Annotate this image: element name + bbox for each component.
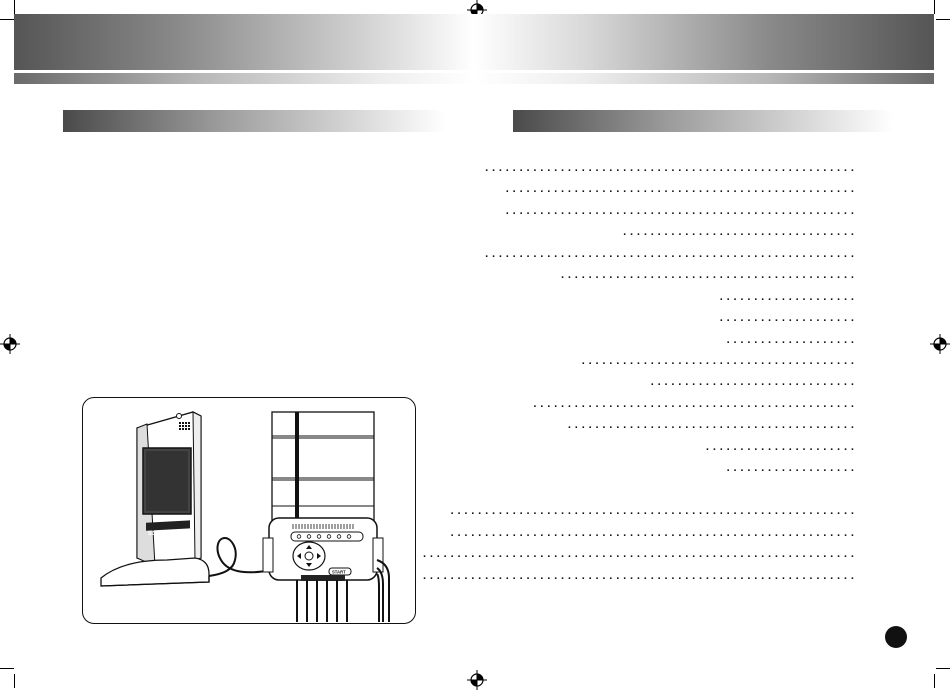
toc-leader: .................... <box>717 313 856 325</box>
toc-leader: .............................. <box>648 377 856 389</box>
header-banner <box>14 14 934 70</box>
crop-mark <box>0 19 14 20</box>
page-number-badge <box>885 626 907 648</box>
toc-leader: ........................................… <box>483 249 856 261</box>
powerbase-icon: START <box>262 517 390 622</box>
toc-leader: ...................... <box>704 442 856 454</box>
toc-leader: ................... <box>724 463 856 475</box>
toc-leader: ........................................… <box>504 206 856 218</box>
toc-leader: ........................................… <box>531 399 856 411</box>
crop-mark <box>14 674 15 688</box>
toc-leader: ........................................… <box>448 528 856 540</box>
toc-leader: ........................................ <box>579 356 856 368</box>
toc-leader: ........................................… <box>559 270 856 282</box>
header-strip <box>14 73 934 84</box>
setup-illustration: SCALE TRIC <box>100 411 390 622</box>
registration-mark-icon <box>930 334 950 354</box>
toc-leader: ........................................… <box>566 420 856 432</box>
illustration-frame: SCALE TRIC <box>82 397 416 624</box>
toc-leader: ........................................… <box>448 506 856 518</box>
start-button-label: START <box>332 570 346 575</box>
registration-mark-icon <box>0 334 20 354</box>
crop-mark <box>936 19 950 20</box>
crop-mark <box>934 0 935 14</box>
registration-mark-icon <box>467 670 487 690</box>
toc-leader: .................... <box>717 292 856 304</box>
toc-leader: ........................................… <box>504 184 856 196</box>
toc-leader: .................................. <box>621 227 856 239</box>
right-section-bar <box>513 110 893 132</box>
crop-mark <box>0 668 14 669</box>
toc-leader: ........................................… <box>421 571 856 583</box>
toc-leader: ................... <box>724 335 856 347</box>
crop-mark <box>936 668 950 669</box>
crop-mark <box>934 674 935 688</box>
track-icon <box>271 411 375 525</box>
toc-leader: ........................................… <box>421 549 856 561</box>
toc-leader: ........................................… <box>483 163 856 175</box>
tower-logo: SCALE TRIC <box>148 531 181 537</box>
lap-counter-tower-icon: SCALE TRIC <box>100 411 210 587</box>
left-section-bar <box>63 110 445 132</box>
crop-mark <box>14 0 15 14</box>
cable-icon <box>208 536 272 577</box>
